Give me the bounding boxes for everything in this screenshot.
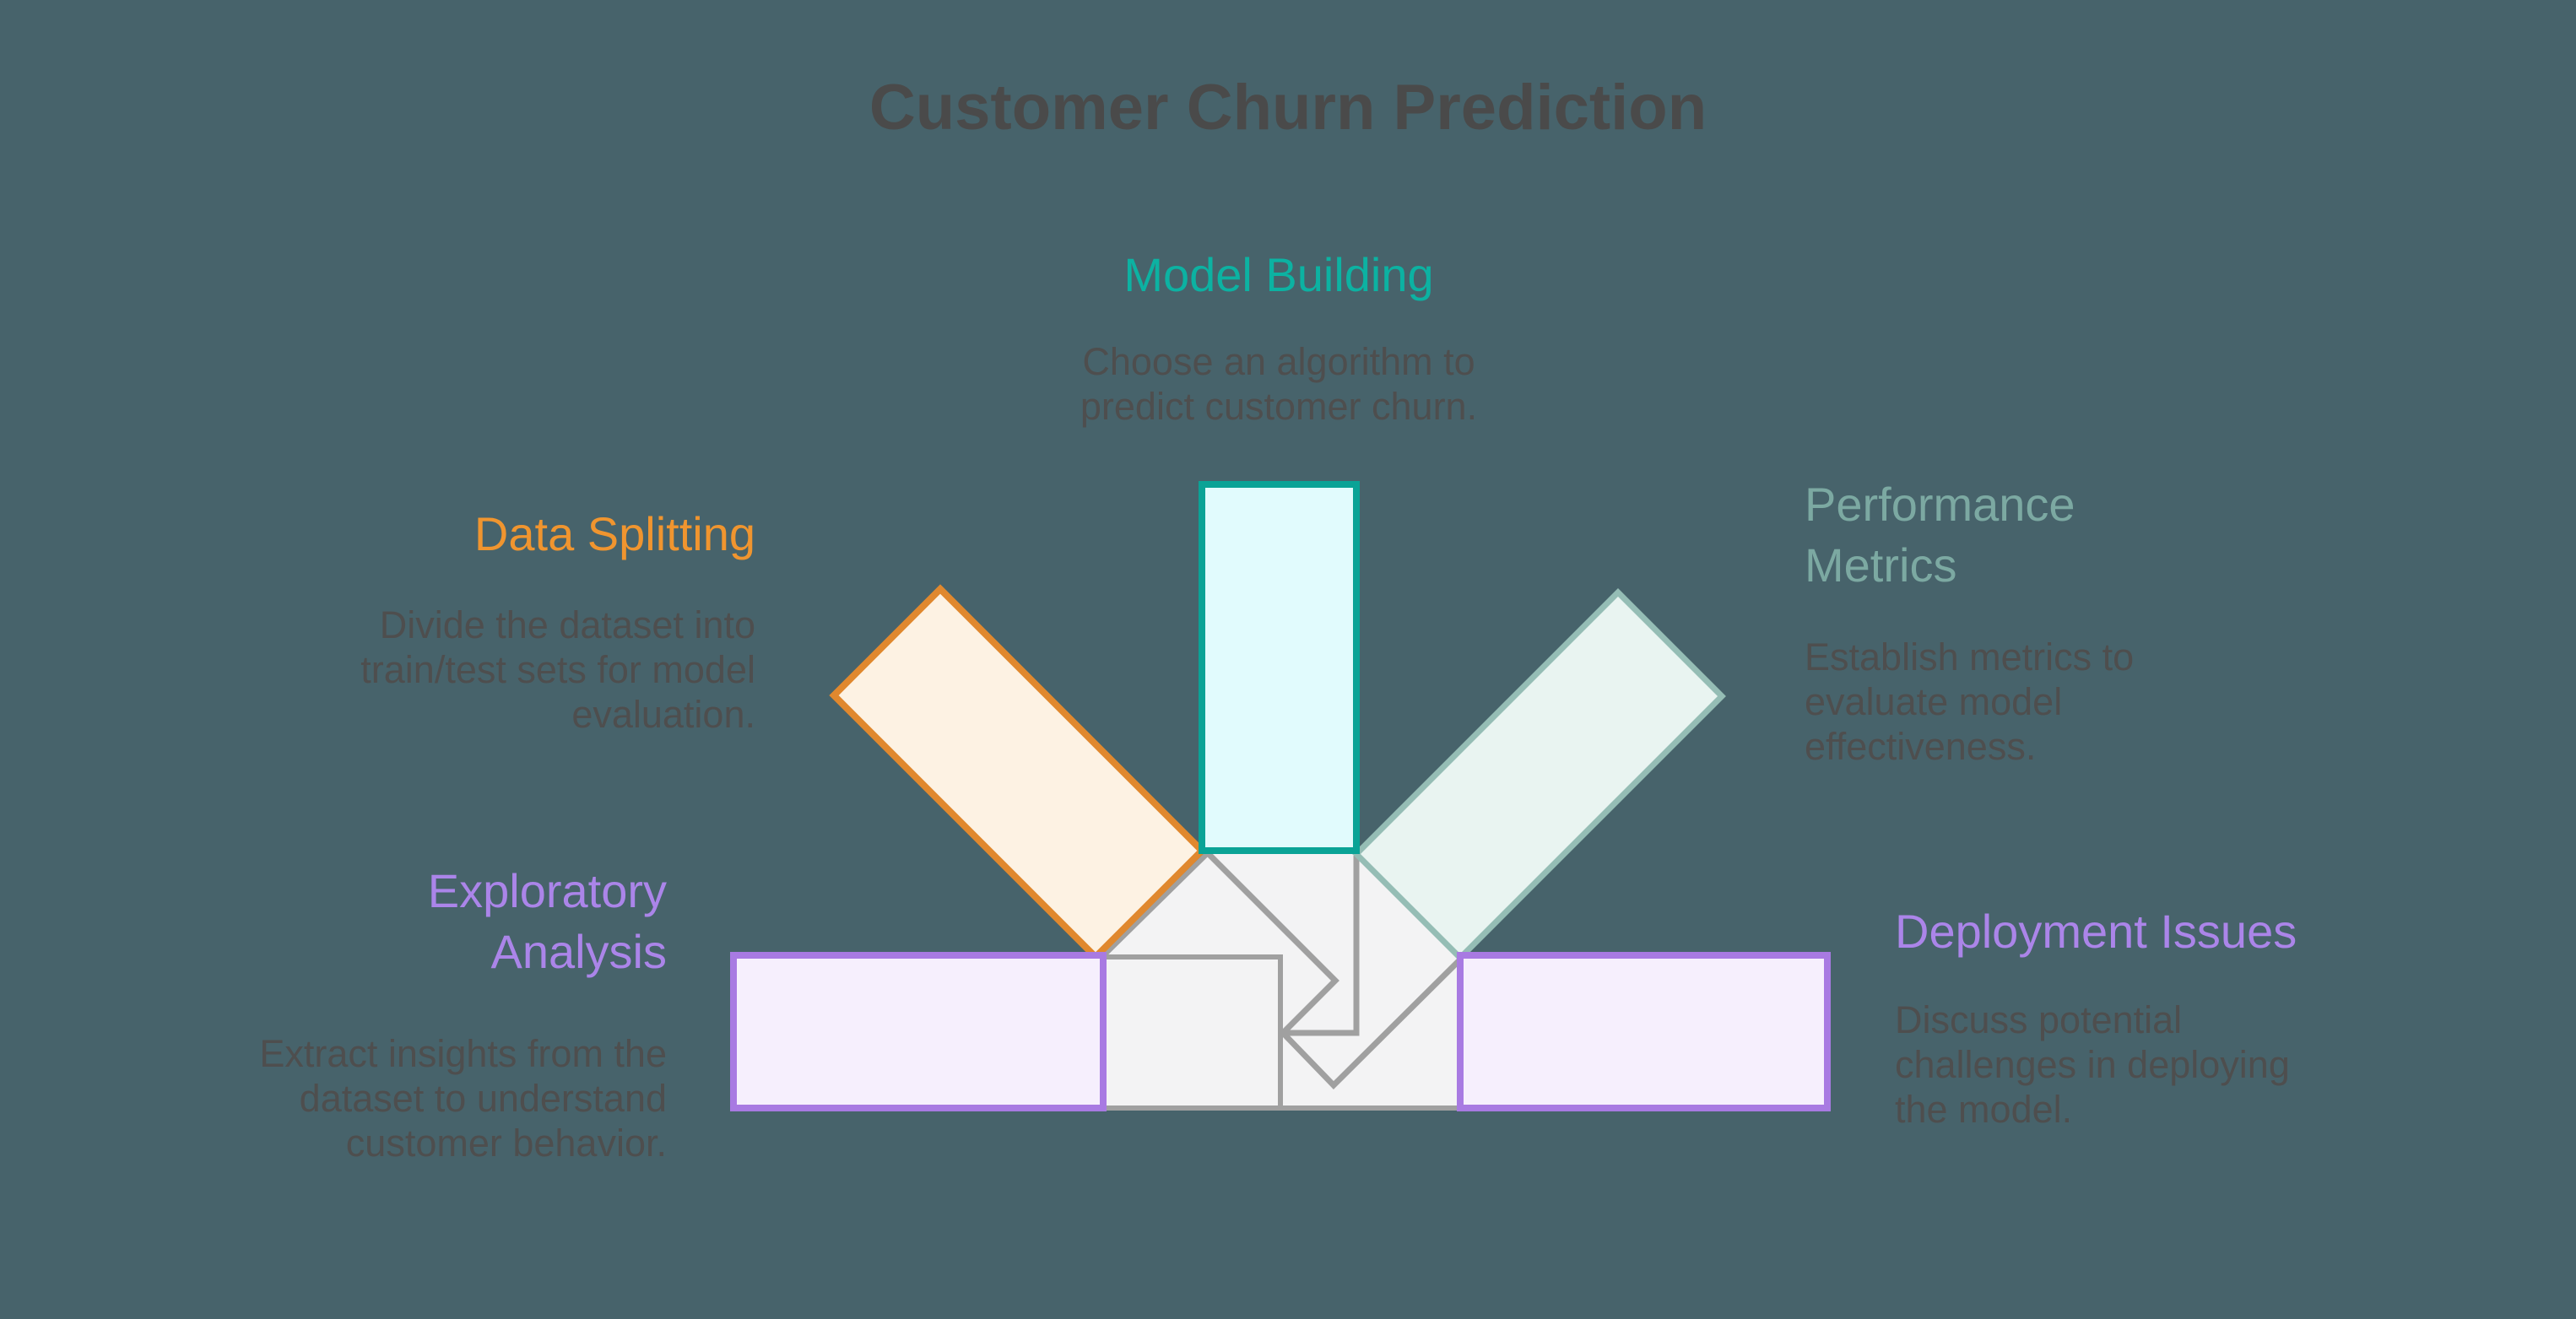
performance-metrics-title: Performance Metrics <box>1805 478 2075 592</box>
model-building-description: Choose an algorithm to predict customer … <box>1080 340 1478 428</box>
data-splitting-description: Divide the dataset into train/test sets … <box>360 603 755 736</box>
merge-left-segment <box>1101 954 1283 1111</box>
arrow-chevron-line <box>1206 851 1339 1035</box>
model-building-title: Model Building <box>1123 248 1434 301</box>
deployment-issues-title: Deployment Issues <box>1895 905 2297 958</box>
performance-metrics-ribbon <box>1352 588 1726 962</box>
exploratory-analysis-bar <box>730 952 1107 1111</box>
arrow-down-left-line <box>1283 856 1360 1036</box>
arrow-v-line <box>1280 957 1463 1089</box>
merge-edge-left-line <box>1101 850 1211 958</box>
exploratory-analysis-description: Extract insights from the dataset to und… <box>259 1032 667 1165</box>
exploratory-analysis-title: Exploratory Analysis <box>427 864 667 978</box>
page-title: Customer Churn Prediction <box>869 72 1707 143</box>
data-splitting-title: Data Splitting <box>474 507 755 560</box>
deployment-issues-bar <box>1457 952 1831 1111</box>
deployment-issues-description: Discuss potential challenges in deployin… <box>1895 998 2290 1131</box>
data-splitting-ribbon <box>829 584 1207 962</box>
model-building-ribbon <box>1199 481 1360 854</box>
performance-metrics-description: Establish metrics to evaluate model effe… <box>1805 635 2135 768</box>
